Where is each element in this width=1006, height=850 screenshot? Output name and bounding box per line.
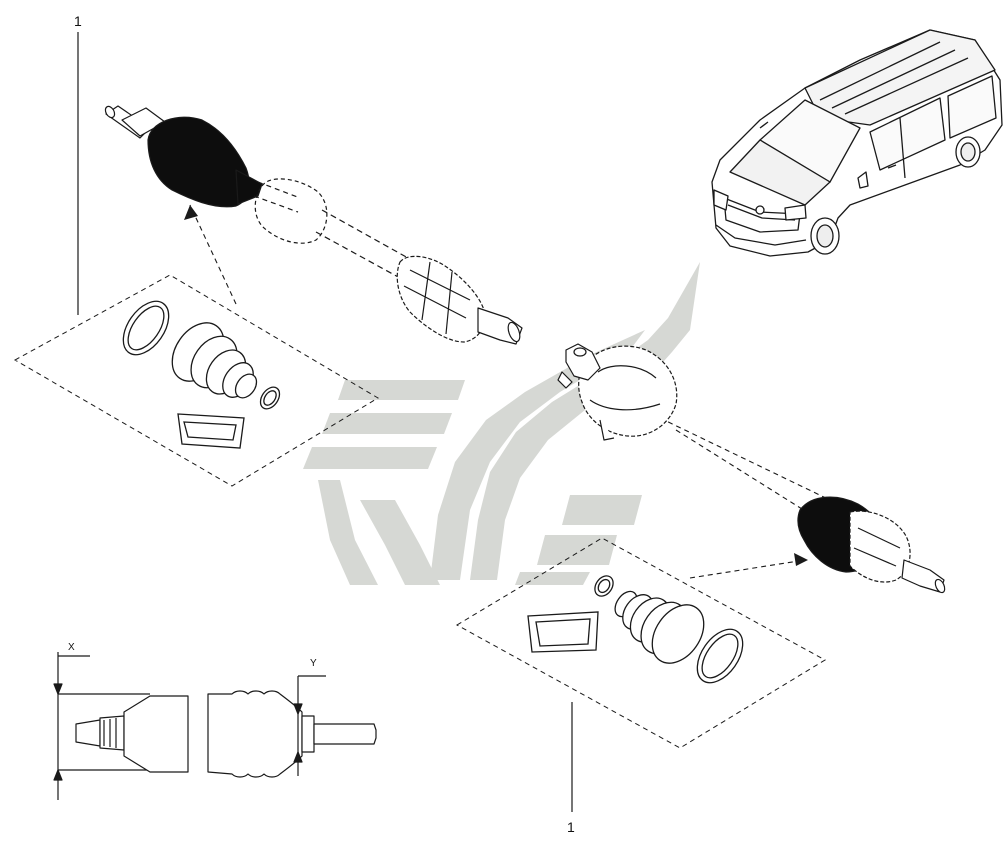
cv-boot-profile — [207, 690, 303, 778]
arrow-to-outer-boot — [189, 204, 237, 305]
arrowhead-right — [794, 553, 808, 566]
repair-kit-parts-right — [527, 575, 744, 684]
drive-shaft-right — [557, 343, 946, 594]
dimension-label-y: Y — [310, 658, 317, 669]
cv-boot-bellows-right — [614, 590, 705, 664]
repair-kit-parts-left — [122, 300, 281, 449]
drive-shaft-left — [104, 105, 523, 345]
large-seal-ring — [122, 300, 170, 356]
repair-kit-box-right — [455, 537, 827, 749]
cv-boot-bellows — [171, 322, 258, 399]
repair-kit-box-left — [13, 274, 379, 487]
arrow-to-inner-boot — [689, 559, 806, 579]
dimension-label-x: X — [68, 642, 75, 653]
assembly-arrows — [189, 204, 831, 579]
small-seal-ring — [259, 386, 281, 410]
outer-cv-boot — [147, 116, 250, 208]
grease-sachet-right — [527, 611, 599, 653]
grease-sachet — [177, 413, 245, 449]
shaft-center-dash — [659, 417, 831, 501]
callout-leaders — [77, 32, 573, 812]
small-seal-ring-right — [594, 575, 614, 597]
callout-number-top: 1 — [74, 13, 82, 29]
van-icon — [711, 29, 1003, 257]
brand-logo-watermark — [303, 262, 700, 585]
large-seal-ring-right — [696, 628, 744, 684]
callout-number-bottom: 1 — [567, 819, 575, 835]
arrowhead-up-left — [184, 205, 198, 220]
joint-housing-cutaway — [123, 695, 189, 773]
dimension-detail — [53, 652, 377, 800]
